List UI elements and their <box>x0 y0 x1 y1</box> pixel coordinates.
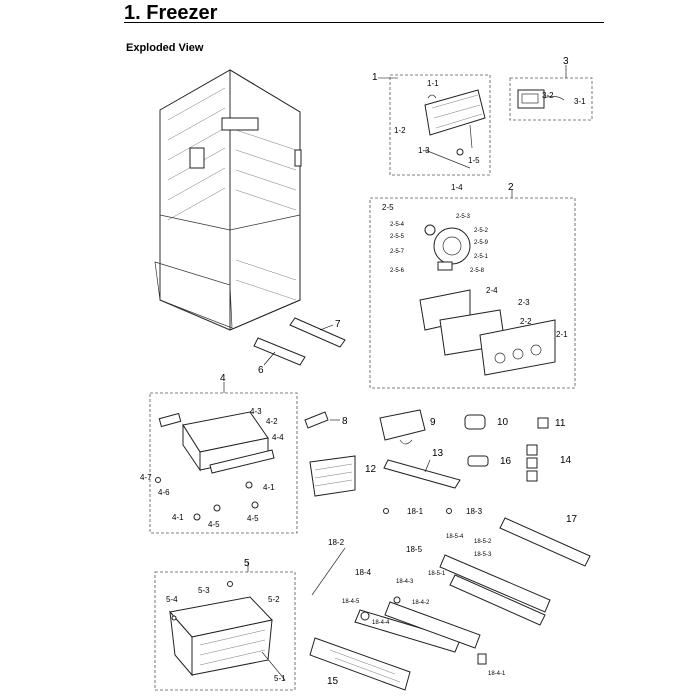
part-label-p1-5: 1-5 <box>468 156 480 165</box>
part-label-p18-4-2: 18-4-2 <box>412 600 430 606</box>
part-label-p2-2: 2-2 <box>520 317 532 326</box>
part-label-p1-3: 1-3 <box>418 146 430 155</box>
rail-part-6: 6 <box>253 337 306 376</box>
part-label-p1-4: 1-4 <box>451 183 463 192</box>
part-label-p4-5b: 4-5 <box>247 514 259 523</box>
part-label-p18-4-5: 18-4-5 <box>342 599 360 605</box>
freezer-cabinet <box>154 69 302 331</box>
part-label-p5-1: 5-1 <box>274 674 286 683</box>
part-label-p17: 17 <box>566 514 578 525</box>
part-label-p10: 10 <box>497 417 509 428</box>
part-label-p2-5-1: 2-5-1 <box>474 254 489 260</box>
part-label-p1-2: 1-2 <box>394 126 406 135</box>
part-label-p1: 1 <box>372 72 378 83</box>
part-label-p2: 2 <box>508 182 514 193</box>
part-label-p4-7: 4-7 <box>140 473 152 482</box>
part-label-p18-5-3: 18-5-3 <box>474 552 492 558</box>
part-label-p18-2: 18-2 <box>328 538 345 547</box>
part-label-p7: 7 <box>335 319 341 330</box>
part-label-p13: 13 <box>432 448 444 459</box>
part-16: 16 <box>467 455 512 467</box>
part-label-p4: 4 <box>220 373 226 384</box>
part-label-p5-4: 5-4 <box>166 595 178 604</box>
part-label-p4-1b: 4-1 <box>172 513 184 522</box>
part-label-p16: 16 <box>500 456 512 467</box>
part-label-p18-4-3: 18-4-3 <box>396 579 414 585</box>
part-label-p5-2: 5-2 <box>268 595 280 604</box>
part-label-p11: 11 <box>555 418 566 429</box>
part-label-p14: 14 <box>560 455 572 466</box>
part-9: 9 <box>379 409 436 445</box>
part-label-p2-5-9: 2-5-9 <box>474 240 489 246</box>
part-label-p2-5-4: 2-5-4 <box>390 222 405 228</box>
part-group-1: 1 1-1 1-2 1-3 1-4 1-5 <box>372 72 491 192</box>
part-13: 13 <box>383 448 461 489</box>
part-label-p5-3: 5-3 <box>198 586 210 595</box>
page-title: 1. Freezer <box>124 2 218 24</box>
part-label-p2-1: 2-1 <box>556 330 568 339</box>
part-label-p6: 6 <box>258 365 264 376</box>
part-label-p18-3: 18-3 <box>466 507 483 516</box>
part-11: 11 <box>537 417 566 429</box>
rail-part-7: 7 <box>289 317 346 348</box>
part-10: 10 <box>464 414 509 430</box>
part-label-p18-5-4: 18-5-4 <box>446 534 464 540</box>
part-12: 12 <box>309 455 377 497</box>
part-group-5: 5 5-3 5-2 5-4 5-1 <box>154 558 296 691</box>
part-label-p18-4-1: 18-4-1 <box>488 671 506 677</box>
part-15: 15 <box>309 637 411 691</box>
part-label-p4-2: 4-2 <box>266 417 278 426</box>
part-label-p9: 9 <box>430 417 436 428</box>
part-label-p2-5-8: 2-5-8 <box>470 268 485 274</box>
part-label-p4-3: 4-3 <box>250 407 262 416</box>
part-14: 14 <box>526 444 572 482</box>
part-group-18: 18-1 18-3 18-2 18-5 18-5-4 18-5-2 18-5-3… <box>311 507 551 677</box>
part-label-p2-5-3: 2-5-3 <box>456 214 471 220</box>
part-label-p2-5-7: 2-5-7 <box>390 249 405 255</box>
part-label-p2-5-6: 2-5-6 <box>390 268 405 274</box>
part-17: 17 <box>499 514 591 567</box>
part-label-p2-3: 2-3 <box>518 298 530 307</box>
part-label-p2-5-5: 2-5-5 <box>390 234 405 240</box>
part-label-p4-5a: 4-5 <box>208 520 220 529</box>
part-8: 8 <box>304 411 348 429</box>
part-group-2: 2 2-5 2-5-4 2-5-5 2-5-7 2-5-6 2-5-3 2-5-… <box>369 182 576 389</box>
part-label-p18-5-2: 18-5-2 <box>474 539 492 545</box>
part-label-p18-1: 18-1 <box>407 507 424 516</box>
title-rule <box>124 22 604 23</box>
part-label-p3-2: 3-2 <box>542 91 554 100</box>
part-label-p18-4-4: 18-4-4 <box>372 620 390 626</box>
part-label-p18-5: 18-5 <box>406 545 423 554</box>
part-label-p15: 15 <box>327 676 339 687</box>
part-group-3: 3 3-2 3-1 <box>509 56 593 121</box>
part-label-p5: 5 <box>244 558 250 569</box>
part-label-p3: 3 <box>563 56 569 67</box>
part-label-p4-6: 4-6 <box>158 488 170 497</box>
part-label-p2-5-2: 2-5-2 <box>474 228 489 234</box>
part-label-p1-1: 1-1 <box>427 79 439 88</box>
part-label-p12: 12 <box>365 464 377 475</box>
section-subtitle: Exploded View <box>126 42 204 54</box>
part-label-p8: 8 <box>342 416 348 427</box>
part-group-4: 4 4-3 4-2 4-4 4-1 4-7 4-6 4-1 4-5 4-5 <box>140 373 298 534</box>
part-label-p2-4: 2-4 <box>486 286 498 295</box>
part-label-p3-1: 3-1 <box>574 97 586 106</box>
part-label-p18-4: 18-4 <box>355 568 372 577</box>
part-label-p4-1a: 4-1 <box>263 483 275 492</box>
part-label-p4-4: 4-4 <box>272 433 284 442</box>
part-label-p18-5-1: 18-5-1 <box>428 571 446 577</box>
part-label-p2-5: 2-5 <box>382 203 394 212</box>
